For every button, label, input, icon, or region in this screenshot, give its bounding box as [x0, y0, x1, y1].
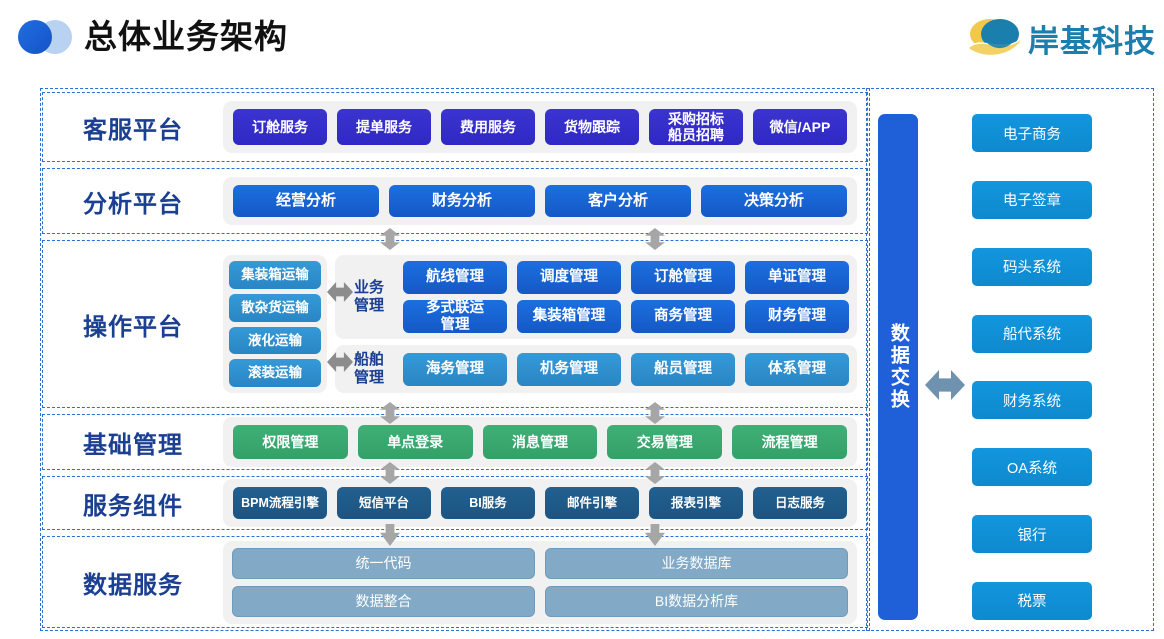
- ext-item-bank[interactable]: 银行: [972, 515, 1092, 554]
- chip-route-management[interactable]: 航线管理: [403, 261, 507, 294]
- platform-stack-frame: [40, 88, 870, 631]
- chip-bi-service[interactable]: BI服务: [441, 487, 535, 519]
- chip-engineering-management[interactable]: 机务管理: [517, 352, 621, 386]
- chip-procurement-recruit[interactable]: 采购招标船员招聘: [649, 109, 743, 145]
- chip-booking-service[interactable]: 订舱服务: [233, 109, 327, 145]
- chip-finance-analysis[interactable]: 财务分析: [389, 185, 535, 217]
- row-service-components: 服务组件 BPM流程引擎 短信平台 BI服务 邮件引擎 报表引擎 日志服务: [42, 476, 868, 530]
- brand-logo: 岸基科技: [966, 12, 1156, 64]
- chip-sms-platform[interactable]: 短信平台: [337, 487, 431, 519]
- transport-modes-panel: 集装箱运输 散杂货运输 液化运输 滚装运输: [223, 255, 327, 393]
- external-systems-frame: [866, 88, 1154, 631]
- chip-roro-transport[interactable]: 滚装运输: [229, 359, 321, 387]
- data-services-body: 统一代码 业务数据库 数据整合 BI数据分析库: [223, 540, 857, 624]
- chip-document-management[interactable]: 单证管理: [745, 261, 849, 294]
- row-label-basic-management: 基础管理: [83, 431, 183, 459]
- row-data-services: 数据服务 统一代码 业务数据库 数据整合 BI数据分析库: [42, 536, 868, 628]
- chip-bill-service[interactable]: 提单服务: [337, 109, 431, 145]
- chip-booking-management[interactable]: 订舱管理: [631, 261, 735, 294]
- row-label-analysis-platform: 分析平台: [83, 190, 183, 218]
- connector-arrow-analysis-ops-left: [380, 228, 400, 250]
- service-components-body: BPM流程引擎 短信平台 BI服务 邮件引擎 报表引擎 日志服务: [223, 479, 857, 527]
- chip-single-sign-on[interactable]: 单点登录: [357, 425, 473, 459]
- ext-item-shipping-agency-system[interactable]: 船代系统: [972, 314, 1092, 353]
- chip-cargo-tracking[interactable]: 货物跟踪: [545, 109, 639, 145]
- ext-item-oa-system[interactable]: OA系统: [972, 448, 1092, 487]
- row-basic-management: 基础管理 权限管理 单点登录 消息管理 交易管理 流程管理: [42, 414, 868, 470]
- business-management-group: 业务管理 航线管理 调度管理 订舱管理 单证管理 多式联运管理 集装箱管理 商务…: [335, 255, 857, 339]
- chip-multimodal-management[interactable]: 多式联运管理: [403, 300, 507, 333]
- chip-liquid-transport[interactable]: 液化运输: [229, 326, 321, 355]
- connector-arrow-modes-ship: [327, 352, 353, 372]
- chip-report-engine[interactable]: 报表引擎: [649, 487, 743, 519]
- chip-wechat-app[interactable]: 微信/APP: [753, 109, 847, 145]
- data-exchange-label: 数据交换: [887, 323, 909, 411]
- chip-commerce-management[interactable]: 商务管理: [631, 300, 735, 333]
- chip-container-management[interactable]: 集装箱管理: [517, 300, 621, 333]
- chip-bpm-engine[interactable]: BPM流程引擎: [233, 487, 327, 519]
- ext-item-terminal-system[interactable]: 码头系统: [972, 247, 1092, 286]
- chip-transaction-management[interactable]: 交易管理: [607, 425, 723, 459]
- row-label-service-components: 服务组件: [83, 492, 183, 520]
- chip-finance-management[interactable]: 财务管理: [745, 300, 849, 333]
- ship-management-title: 船舶管理: [353, 351, 384, 386]
- row-analysis-platform: 分析平台 经营分析 财务分析 客户分析 决策分析: [42, 168, 868, 234]
- chip-business-analysis[interactable]: 经营分析: [233, 185, 379, 217]
- operation-platform-body: 集装箱运输 散杂货运输 液化运输 滚装运输 业务管理 航线管理 调度管理 订舱管…: [223, 255, 857, 393]
- service-platform-body: 订舱服务 提单服务 费用服务 货物跟踪 采购招标船员招聘 微信/APP: [223, 101, 857, 153]
- ship-management-group: 船舶管理 海务管理 机务管理 船员管理 体系管理: [335, 345, 857, 393]
- connector-arrow-base-comp-left: [380, 462, 400, 484]
- chip-decision-analysis[interactable]: 决策分析: [701, 185, 847, 217]
- chip-system-management[interactable]: 体系管理: [745, 352, 849, 386]
- chip-log-service[interactable]: 日志服务: [753, 487, 847, 519]
- row-operation-platform: 操作平台 集装箱运输 散杂货运输 液化运输 滚装运输 业务管理 航线管理 调度管…: [42, 240, 868, 408]
- brand-name: 岸基科技: [1028, 23, 1156, 59]
- chip-breakbulk-transport[interactable]: 散杂货运输: [229, 293, 321, 322]
- chip-bi-analysis-database[interactable]: BI数据分析库: [545, 585, 848, 617]
- chip-marine-management[interactable]: 海务管理: [403, 352, 507, 386]
- connector-arrow-analysis-ops-right: [645, 228, 665, 250]
- ext-item-ecommerce[interactable]: 电子商务: [972, 114, 1092, 152]
- page-title: 总体业务架构: [84, 18, 288, 55]
- connector-arrow-ops-base-right: [645, 402, 665, 424]
- chip-mail-engine[interactable]: 邮件引擎: [545, 487, 639, 519]
- row-label-operation-platform: 操作平台: [83, 313, 183, 341]
- connector-arrow-modes-business: [327, 282, 353, 302]
- operation-groups: 业务管理 航线管理 调度管理 订舱管理 单证管理 多式联运管理 集装箱管理 商务…: [335, 255, 857, 393]
- business-management-title: 业务管理: [353, 279, 384, 314]
- row-label-service-platform: 客服平台: [83, 116, 183, 144]
- basic-management-body: 权限管理 单点登录 消息管理 交易管理 流程管理: [223, 417, 857, 467]
- connector-arrow-base-comp-right: [645, 462, 665, 484]
- data-exchange-bar: 数据交换: [878, 114, 918, 620]
- analysis-platform-body: 经营分析 财务分析 客户分析 决策分析: [223, 177, 857, 225]
- chip-process-management[interactable]: 流程管理: [732, 425, 847, 459]
- external-systems-list: 电子商务 电子签章 码头系统 船代系统 财务系统 OA系统 银行 税票: [972, 114, 1092, 620]
- ext-item-e-signature[interactable]: 电子签章: [972, 180, 1092, 219]
- ext-item-finance-system[interactable]: 财务系统: [972, 381, 1092, 420]
- chip-customer-analysis[interactable]: 客户分析: [545, 185, 691, 217]
- chip-permission-management[interactable]: 权限管理: [233, 425, 348, 459]
- chip-container-transport[interactable]: 集装箱运输: [229, 261, 321, 289]
- chip-business-database[interactable]: 业务数据库: [545, 547, 848, 579]
- wave-ellipse-logo-icon: [968, 19, 1022, 56]
- chip-data-integration[interactable]: 数据整合: [232, 585, 535, 617]
- two-circles-icon: [18, 20, 74, 54]
- chip-dispatch-management[interactable]: 调度管理: [517, 261, 621, 294]
- chip-message-management[interactable]: 消息管理: [482, 425, 598, 459]
- row-label-data-services: 数据服务: [83, 571, 183, 599]
- chip-unified-code[interactable]: 统一代码: [232, 547, 535, 579]
- page-header: 总体业务架构 岸基科技: [0, 0, 1164, 76]
- chip-crew-management[interactable]: 船员管理: [631, 352, 735, 386]
- row-service-platform: 客服平台 订舱服务 提单服务 费用服务 货物跟踪 采购招标船员招聘 微信/APP: [42, 92, 868, 162]
- chip-fee-service[interactable]: 费用服务: [441, 109, 535, 145]
- connector-arrow-ops-base-left: [380, 402, 400, 424]
- ext-item-tax-invoice[interactable]: 税票: [972, 581, 1092, 620]
